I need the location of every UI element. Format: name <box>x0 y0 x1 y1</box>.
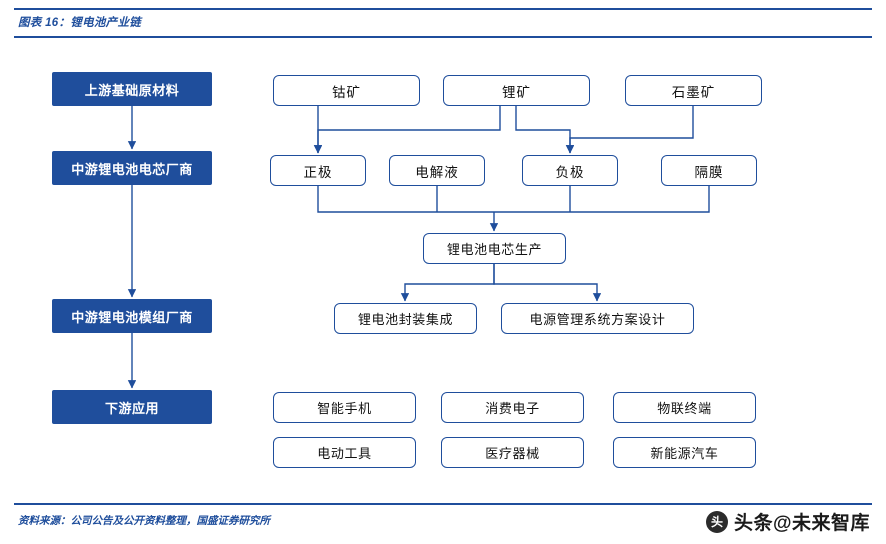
stage-upstream[interactable]: 上游基础原材料 <box>52 72 212 106</box>
node-anode[interactable]: 负极 <box>522 155 618 186</box>
node-raw-cobalt-label: 钴矿 <box>332 84 361 100</box>
watermark-logo-icon: 头 <box>705 510 728 533</box>
node-bms-design[interactable]: 电源管理系统方案设计 <box>501 303 694 334</box>
node-raw-lithium[interactable]: 锂矿 <box>443 75 590 106</box>
node-pack-integration[interactable]: 锂电池封装集成 <box>334 303 477 334</box>
node-app-medical-devices[interactable]: 医疗器械 <box>441 437 584 468</box>
stage-midstream-module-label: 中游锂电池模组厂商 <box>71 309 193 325</box>
node-electrolyte[interactable]: 电解液 <box>389 155 485 186</box>
watermark-label: 头条@未来智库 <box>733 513 870 534</box>
node-app-iot-terminal-label: 物联终端 <box>657 401 712 416</box>
node-pack-integration-label: 锂电池封装集成 <box>357 312 454 327</box>
node-bms-design-label: 电源管理系统方案设计 <box>529 312 666 327</box>
diagram-canvas: 上游基础原材料 中游锂电池电芯厂商 中游锂电池模组厂商 下游应用 钴矿 锂矿 石… <box>0 40 886 500</box>
node-separator-label: 隔膜 <box>694 164 724 180</box>
node-cathode[interactable]: 正极 <box>270 155 366 186</box>
node-app-smartphone[interactable]: 智能手机 <box>273 392 416 423</box>
node-app-power-tools[interactable]: 电动工具 <box>273 437 416 468</box>
node-app-nev[interactable]: 新能源汽车 <box>613 437 756 468</box>
node-raw-graphite[interactable]: 石墨矿 <box>625 75 762 106</box>
figure-title: 图表 16：锂电池产业链 <box>18 17 142 29</box>
diagram-connectors <box>127 106 710 389</box>
node-raw-cobalt[interactable]: 钴矿 <box>273 75 420 106</box>
node-cathode-label: 正极 <box>303 164 333 180</box>
node-app-power-tools-label: 电动工具 <box>317 446 372 461</box>
stage-downstream-label: 下游应用 <box>104 400 159 416</box>
source-note: 资料来源：公司公告及公开资料整理，国盛证券研究所 <box>18 515 270 527</box>
node-separator[interactable]: 隔膜 <box>661 155 757 186</box>
stage-midstream-module[interactable]: 中游锂电池模组厂商 <box>52 299 212 333</box>
node-app-consumer-electronics[interactable]: 消费电子 <box>441 392 584 423</box>
node-raw-lithium-label: 锂矿 <box>502 84 531 100</box>
node-app-medical-devices-label: 医疗器械 <box>485 446 540 461</box>
node-raw-graphite-label: 石墨矿 <box>671 84 716 100</box>
node-app-consumer-electronics-label: 消费电子 <box>485 401 540 416</box>
stage-upstream-label: 上游基础原材料 <box>84 82 180 98</box>
node-cell-production-label: 锂电池电芯生产 <box>446 242 543 257</box>
node-app-nev-label: 新能源汽车 <box>650 446 719 461</box>
node-cell-production[interactable]: 锂电池电芯生产 <box>423 233 566 264</box>
watermark: 头 头条@未来智库 <box>705 508 870 535</box>
node-app-smartphone-label: 智能手机 <box>317 401 372 416</box>
stage-midstream-cell-label: 中游锂电池电芯厂商 <box>71 161 193 177</box>
node-electrolyte-label: 电解液 <box>415 164 459 180</box>
header-divider-bottom <box>14 36 872 38</box>
footer-divider <box>14 503 872 505</box>
node-app-iot-terminal[interactable]: 物联终端 <box>613 392 756 423</box>
node-anode-label: 负极 <box>555 164 585 180</box>
stage-midstream-cell[interactable]: 中游锂电池电芯厂商 <box>52 151 212 185</box>
header-divider-top <box>14 8 872 10</box>
stage-downstream[interactable]: 下游应用 <box>52 390 212 424</box>
